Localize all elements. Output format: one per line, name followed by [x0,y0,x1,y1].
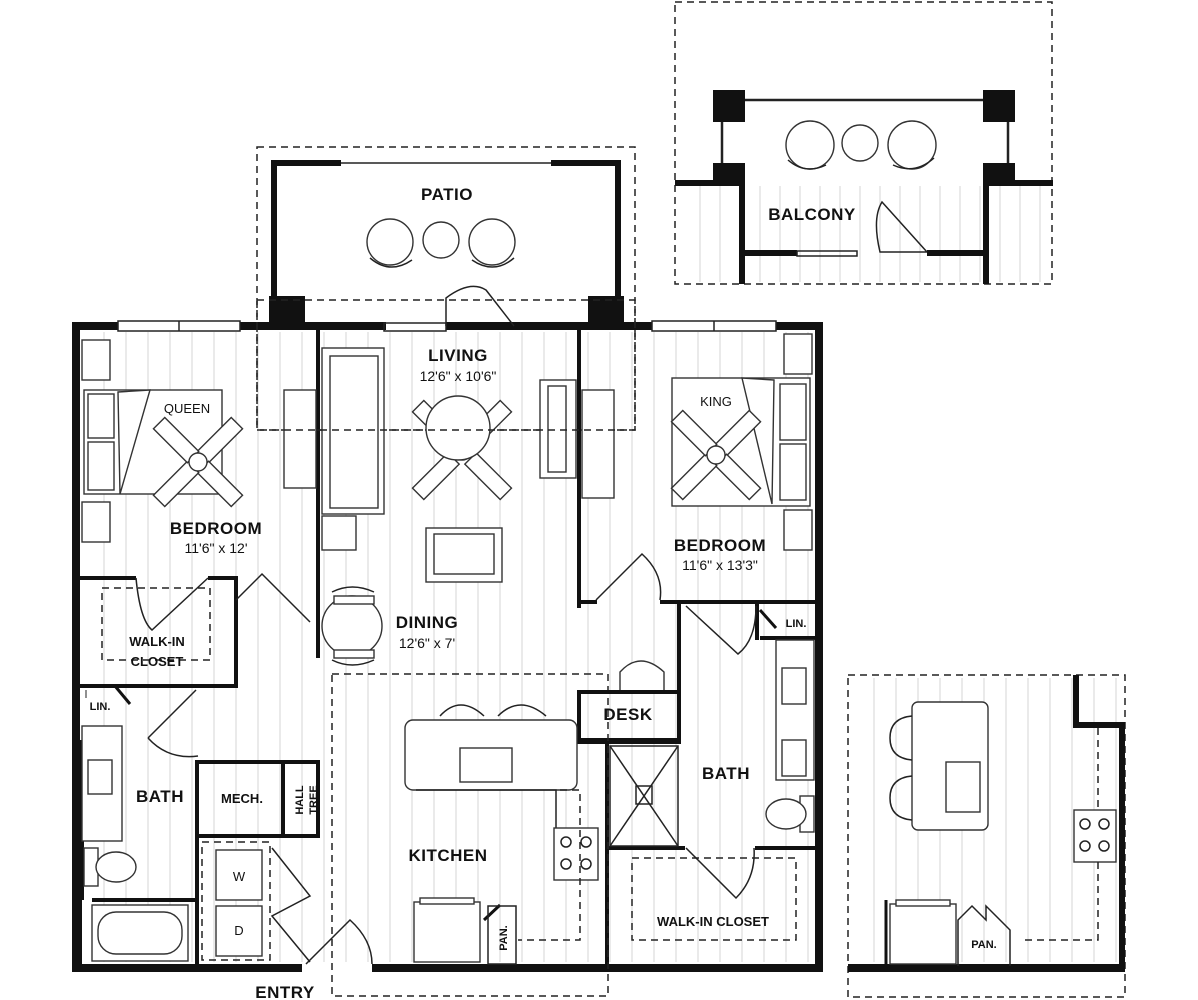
interior-walls [80,328,815,965]
right-linen-label: LIN. [786,618,807,630]
left-closet [101,572,311,661]
king-bed-label: KING [700,394,732,409]
alt-kitchen [847,674,1126,998]
exterior-walls [72,322,823,972]
right-bedroom-dimensions: 11'6" x 13'3" [682,557,758,573]
dining-label: DINING [396,613,459,632]
desk-label: DESK [603,705,652,724]
entry-door [305,918,373,965]
alt-pantry-label: PAN. [971,939,996,951]
left-closet-label-line2: CLOSET [131,654,184,669]
dryer-label: D [234,923,243,938]
right-bedroom-furniture [595,333,813,601]
right-bath [631,605,815,941]
balcony-label: BALCONY [768,205,856,224]
left-bedroom-dimensions: 11'6" x 12' [185,540,248,556]
left-linen-label: LIN. [90,701,111,713]
dining-dimensions: 12'6" x 7' [399,635,455,651]
entry-label: ENTRY [255,983,315,1000]
patio-chairs [366,218,516,268]
washer-label: W [233,869,246,884]
living-label: LIVING [428,346,488,365]
living-dimensions: 12'6" x 10'6" [420,368,497,384]
balcony [674,1,1053,285]
kitchen [331,673,609,997]
left-bedroom-label: BEDROOM [170,519,262,538]
living-furniture [321,347,615,583]
dining-furniture [321,586,383,666]
left-closet-label-line1: WALK-IN [129,634,185,649]
left-bath [81,685,199,962]
patio-label: PATIO [421,185,473,204]
mech-label: MECH. [221,791,263,806]
desk [577,660,681,694]
windows [117,320,777,332]
closet-x [609,745,679,847]
patio [256,146,636,431]
balcony-chairs [785,120,937,170]
hall-tree-label-line2: TREE [308,785,320,814]
left-bath-label: BATH [136,787,184,806]
right-closet-label: WALK-IN CLOSET [657,914,769,929]
queen-bed-label: QUEEN [164,401,210,416]
laundry [201,841,312,963]
patio-overhang [256,299,636,431]
pantry-label: PAN. [498,925,510,950]
left-bedroom-furniture [81,339,317,543]
right-bath-label: BATH [702,764,750,783]
hall-tree-label-line1: HALL [294,785,306,815]
kitchen-label: KITCHEN [408,846,487,865]
right-bedroom-label: BEDROOM [674,536,766,555]
